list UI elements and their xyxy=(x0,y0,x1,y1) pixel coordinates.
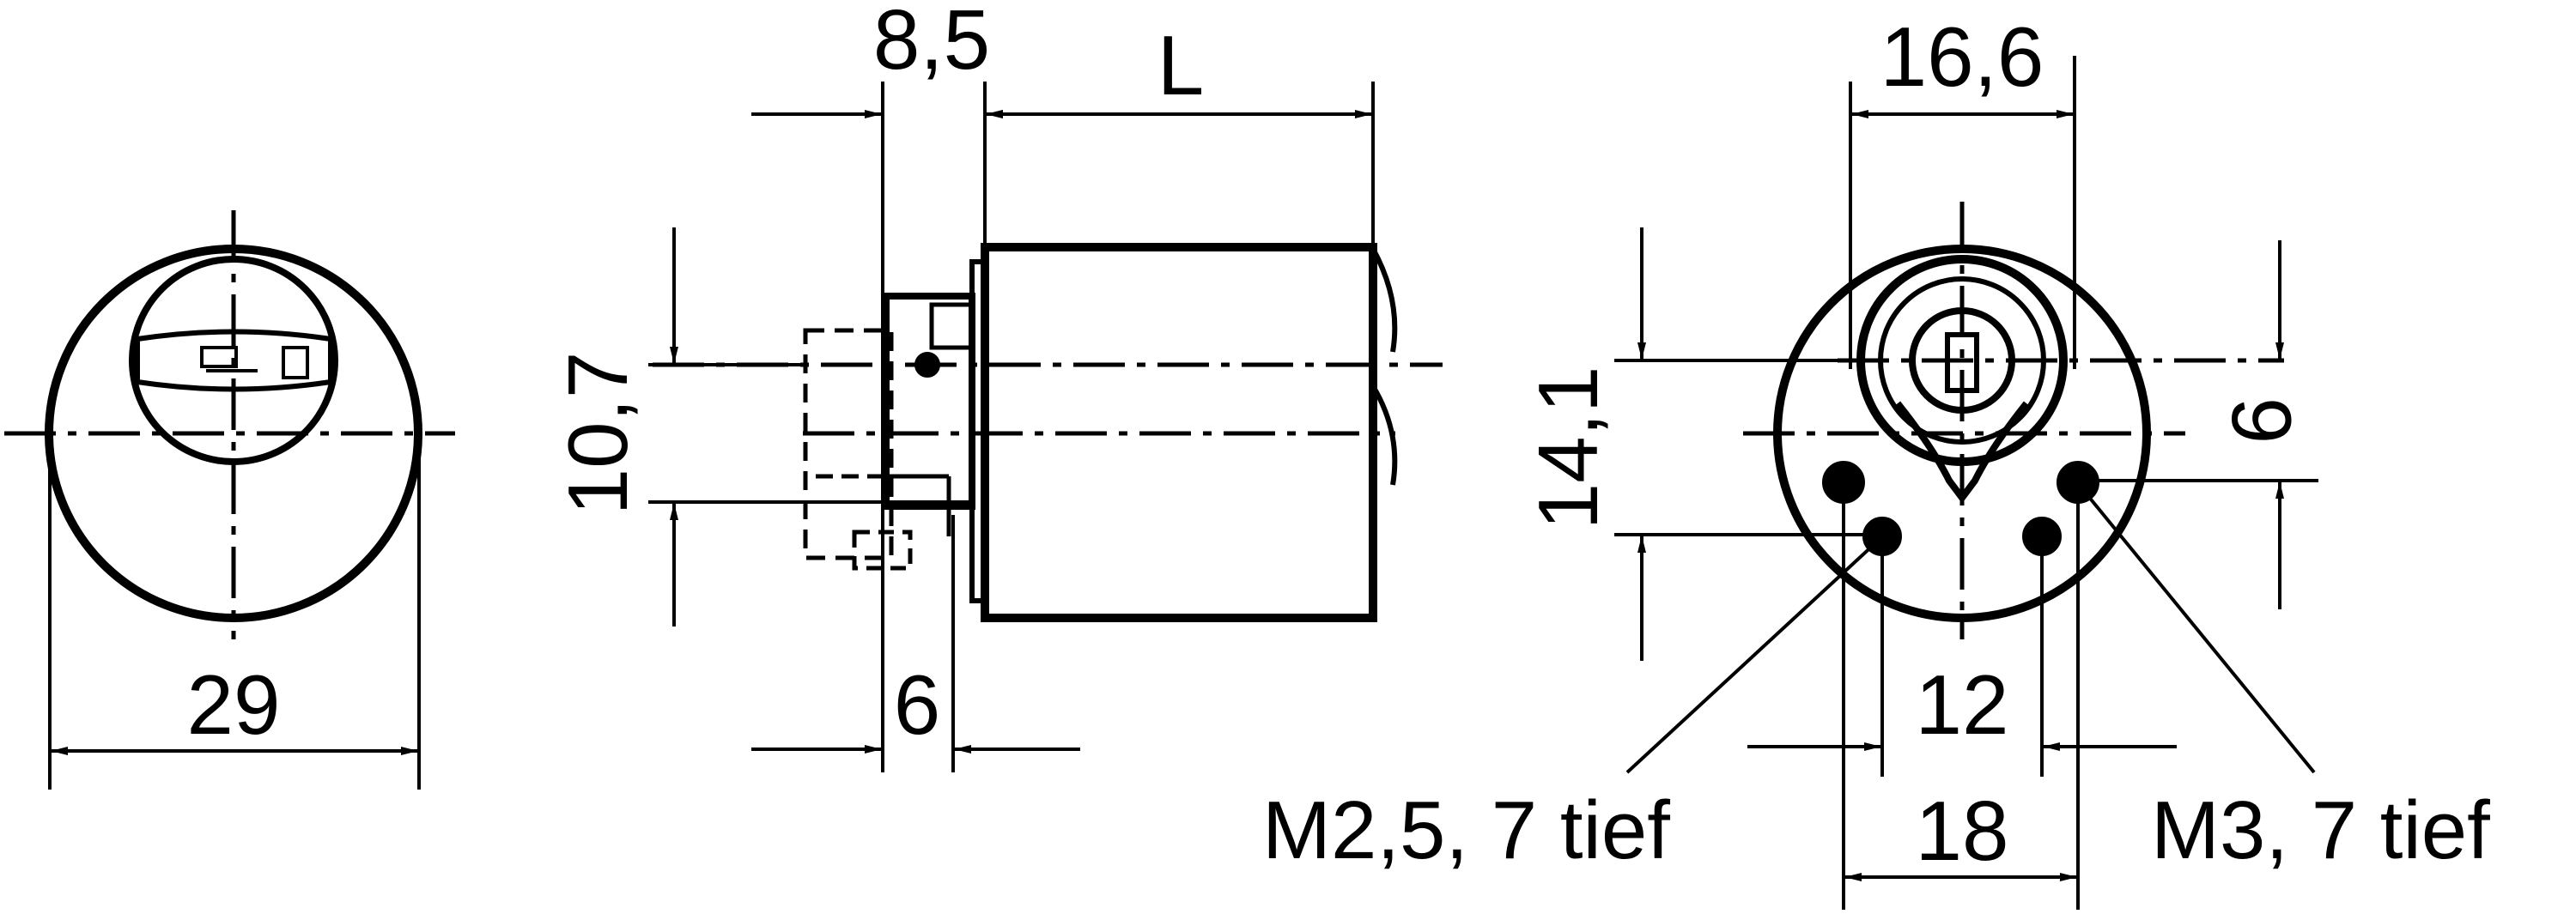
rear-callout-m3: M3, 7 tief xyxy=(2151,784,2490,876)
rear-offset-label: 9 xyxy=(2215,397,2309,445)
front-key-cylinder xyxy=(129,256,338,465)
front-view xyxy=(4,210,455,790)
rear-view xyxy=(1614,56,2318,910)
side-back-edge-upper xyxy=(1370,247,1398,353)
side-view xyxy=(648,82,1443,772)
rear-hole-m25-right xyxy=(2022,517,2062,556)
front-diameter-label: 29 xyxy=(186,657,280,752)
rear-hole-m3-left xyxy=(1822,461,1865,504)
side-length-label: L xyxy=(1157,18,1205,112)
rear-leader-m3 xyxy=(2082,489,2316,774)
side-step-label: 6 xyxy=(894,657,941,752)
side-plug-step xyxy=(929,302,975,350)
rear-height-label: 14,1 xyxy=(1521,366,1615,530)
rear-callout-m25: M2,5, 7 tief xyxy=(1262,784,1670,876)
rear-cam-slot xyxy=(1945,332,1979,393)
side-plug-head xyxy=(883,293,975,510)
rear-leader-m25 xyxy=(1625,541,1878,774)
front-key-detail-1 xyxy=(200,346,238,368)
rear-spacing-inner-label: 12 xyxy=(1915,657,2008,752)
front-key-detail-2 xyxy=(282,346,309,379)
side-height-label: 10,7 xyxy=(550,352,645,516)
rear-spacing-outer-label: 18 xyxy=(1915,784,2008,878)
rear-width-label: 16,6 xyxy=(1880,9,2044,104)
side-hidden-outline xyxy=(803,328,894,560)
front-key-slot xyxy=(135,329,333,392)
side-flange-label: 8,5 xyxy=(873,0,990,87)
